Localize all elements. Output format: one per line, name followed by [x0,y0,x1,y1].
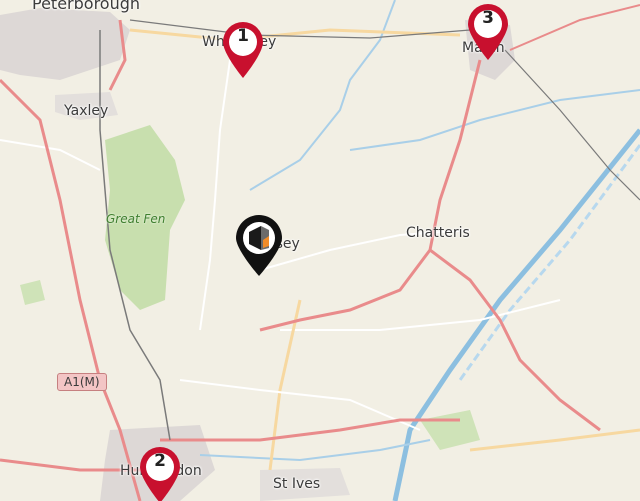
map-marker-label: 2 [154,451,166,471]
place-label-yaxley: Yaxley [64,103,109,119]
map-pin-icon [140,447,180,501]
center-location-marker[interactable] [234,214,284,278]
map-marker-label: 3 [482,8,494,28]
map-pin-icon [236,215,282,276]
place-label-chatteris: Chatteris [406,225,470,241]
map-pin-icon [468,4,508,60]
road-shield-a1m: A1(M) [57,373,107,391]
place-label-peterborough: Peterborough [32,0,141,13]
map-marker-1[interactable]: 1 [221,20,265,80]
orange-white-logo-icon [249,226,269,250]
map-marker-label: 1 [237,26,249,46]
map-marker-3[interactable]: 3 [466,2,510,62]
place-label-st-ives: St Ives [273,476,321,492]
map-marker-2[interactable]: 2 [138,445,182,501]
place-label-great-fen: Great Fen [106,212,166,226]
map-pin-icon [223,22,263,78]
